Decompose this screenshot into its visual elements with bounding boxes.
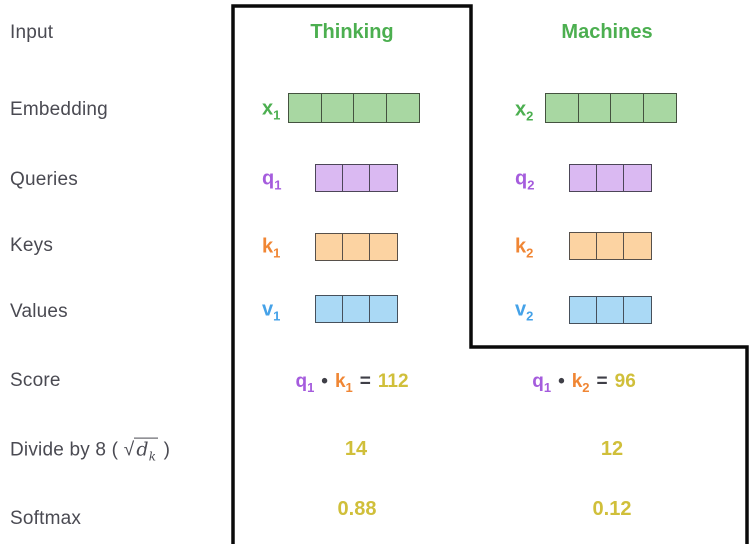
vector-cell (342, 233, 371, 261)
x2-subscript: 2 (526, 108, 534, 124)
vector-cell (569, 296, 598, 324)
vector-cell (315, 164, 344, 192)
q2-letter: q (515, 167, 528, 190)
vector-cell (577, 93, 612, 123)
score1-q-term: q1 (295, 371, 315, 395)
value-vector-v2 (569, 296, 653, 324)
query-vector-q2 (569, 164, 653, 192)
score1-value: 112 (377, 371, 409, 392)
v1-letter: v (262, 298, 274, 321)
vector-cell (320, 93, 355, 123)
vector-cell (623, 296, 653, 324)
vector-cell (288, 93, 323, 123)
sqrt-argument: dk (134, 437, 159, 464)
vector-cell (569, 164, 598, 192)
vector-cell (642, 93, 678, 123)
embedding-vector-x2 (545, 93, 678, 123)
vector-label-x1: x1 (262, 97, 281, 123)
score-equation-machines: q1 • k2 = 96 (484, 368, 684, 396)
vector-label-k2: k2 (515, 235, 534, 261)
softmax-value-machines: 0.12 (592, 498, 632, 520)
vector-cell (315, 295, 344, 323)
k2-letter: k (515, 235, 527, 258)
vector-label-q2: q2 (515, 167, 535, 193)
row-label-values: Values (10, 301, 68, 322)
score1-k-term: k1 (334, 371, 353, 395)
row-label-score: Score (10, 370, 61, 391)
k2-subscript: 2 (526, 245, 534, 261)
vector-label-q1: q1 (262, 167, 282, 193)
vector-label-k1: k1 (262, 235, 281, 261)
x2-letter: x (515, 98, 527, 121)
v2-subscript: 2 (526, 308, 534, 324)
vector-cell (596, 232, 625, 260)
vector-cell (342, 295, 371, 323)
vector-cell (353, 93, 388, 123)
k1-subscript: 1 (273, 245, 281, 261)
vector-cell (342, 164, 371, 192)
divide-label-prefix: Divide by 8 ( (10, 439, 119, 461)
score2-equals: = (596, 371, 608, 392)
divide-value-thinking: 14 (344, 438, 368, 460)
vector-label-x2: x2 (515, 98, 534, 124)
vector-cell (369, 295, 399, 323)
radical-sign: √ (123, 439, 135, 461)
x1-subscript: 1 (273, 107, 281, 123)
vector-cell (596, 296, 625, 324)
row-label-embedding: Embedding (10, 99, 108, 120)
column-header-thinking: Thinking (310, 21, 394, 43)
k1-letter: k (262, 235, 274, 258)
value-vector-v1 (315, 295, 399, 323)
score2-q-term: q1 (532, 371, 552, 395)
score-equation-thinking: q1 • k1 = 112 (252, 368, 452, 396)
sqrt-dk-symbol: √dk (123, 437, 159, 464)
sqrt-d: d (136, 438, 149, 461)
score1-equals: = (359, 371, 371, 392)
vector-cell (385, 93, 421, 123)
vector-label-v1: v1 (262, 298, 281, 324)
vector-label-v2: v2 (515, 298, 534, 324)
v2-letter: v (515, 298, 527, 321)
embedding-vector-x1 (288, 93, 421, 123)
sqrt-sub-k: k (148, 449, 157, 464)
q1-subscript: 1 (274, 177, 282, 193)
vector-cell (623, 164, 653, 192)
q1-letter: q (262, 167, 275, 190)
vector-cell (596, 164, 625, 192)
vector-cell (315, 233, 344, 261)
divide-value-machines: 12 (600, 438, 624, 460)
row-label-queries: Queries (10, 169, 78, 190)
vector-cell (369, 233, 399, 261)
column-header-machines: Machines (561, 21, 653, 43)
key-vector-k2 (569, 232, 653, 260)
query-vector-q1 (315, 164, 399, 192)
vector-cell (569, 232, 598, 260)
softmax-value-thinking: 0.88 (337, 498, 377, 520)
row-label-divide: Divide by 8 ( √dk ) (10, 437, 171, 464)
q2-subscript: 2 (527, 177, 535, 193)
vector-cell (369, 164, 399, 192)
row-label-keys: Keys (10, 235, 54, 256)
score2-k-term: k2 (571, 371, 590, 395)
score2-value: 96 (614, 371, 636, 392)
vector-cell (610, 93, 645, 123)
dot-product-icon: • (558, 371, 565, 392)
dot-product-icon: • (321, 371, 328, 392)
row-label-softmax: Softmax (10, 508, 82, 529)
x1-letter: x (262, 97, 274, 120)
vector-cell (623, 232, 653, 260)
row-label-input: Input (10, 22, 54, 43)
vector-cell (545, 93, 580, 123)
key-vector-k1 (315, 233, 399, 261)
v1-subscript: 1 (273, 308, 281, 324)
divide-label-suffix: ) (163, 439, 171, 461)
